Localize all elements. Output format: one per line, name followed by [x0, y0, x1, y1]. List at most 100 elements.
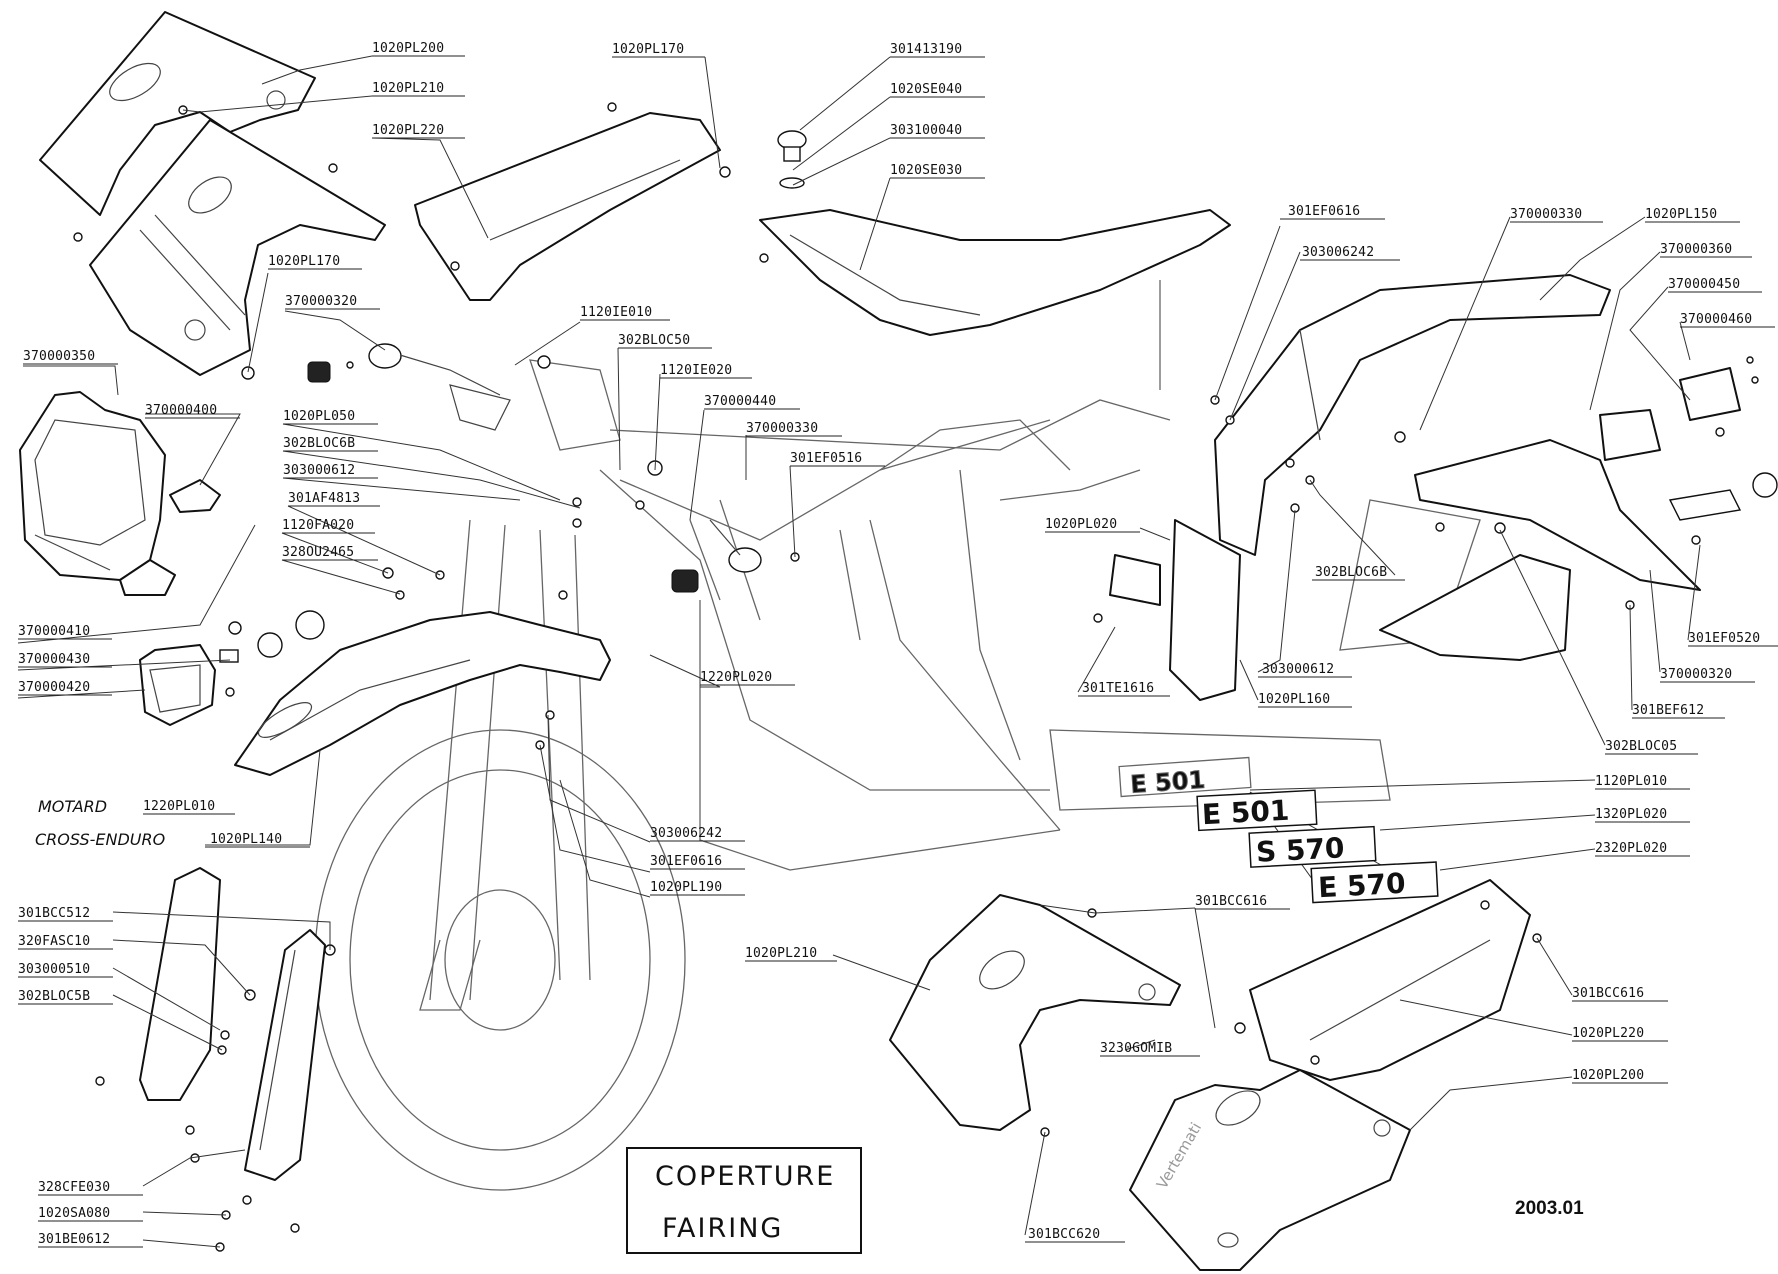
revision-date: 2003.01	[1515, 1198, 1584, 1219]
part-label: 302BLOC50	[618, 333, 690, 348]
part-label: 301BCC616	[1572, 986, 1644, 1001]
part-label: 370000430	[18, 652, 90, 667]
part-label: 303006242	[1302, 245, 1374, 260]
part-label: 1020PL140	[210, 832, 282, 847]
part-number-plate-bracket	[1379, 554, 1571, 661]
part-headlight-bulb-parts	[219, 610, 325, 663]
bolts	[73, 102, 1759, 1252]
part-label: 1120PL010	[1595, 774, 1667, 789]
part-label: 302BLOC6B	[1315, 565, 1387, 580]
part-label: 1020PL150	[1645, 207, 1717, 222]
part-label: 370000320	[285, 294, 357, 309]
part-label: 328OU2465	[282, 545, 354, 560]
part-label: 1020PL050	[283, 409, 355, 424]
part-label: 320FASC10	[18, 934, 90, 949]
part-taillight-assembly	[1414, 367, 1778, 591]
part-label: 1020PL200	[372, 41, 444, 56]
part-label: 1020SE030	[890, 163, 962, 178]
part-label: 2320PL020	[1595, 841, 1667, 856]
part-label: 370000460	[1680, 312, 1752, 327]
part-label: 1020PL210	[745, 946, 817, 961]
part-label: 301BCC620	[1028, 1227, 1100, 1242]
part-side-cover-right-bottom: Vertemati	[1129, 1069, 1411, 1271]
part-side-panel-upper	[414, 112, 721, 301]
part-fork-guard-right	[244, 929, 326, 1181]
part-headlight-bracket-bottom	[119, 559, 176, 596]
part-label: 1120IE010	[580, 305, 652, 320]
part-headlight-lamp	[139, 644, 216, 726]
part-label: 1320PL020	[1595, 807, 1667, 822]
part-label: 1020PL020	[1045, 517, 1117, 532]
part-labels: 1020PL200 1020PL210 1020PL220 1020PL170 …	[18, 41, 1778, 1248]
part-label: 1120IE020	[660, 363, 732, 378]
part-label: 1020SA080	[38, 1206, 110, 1221]
motard-label: MOTARD	[38, 797, 107, 816]
part-label: 1020PL220	[1572, 1026, 1644, 1041]
part-label: 302BLOC5B	[18, 989, 90, 1004]
part-headlight-mask	[19, 391, 166, 581]
part-label: 370000330	[746, 421, 818, 436]
part-label: 370000440	[704, 394, 776, 409]
part-label: 370000330	[1510, 207, 1582, 222]
part-label: 370000320	[1660, 667, 1732, 682]
title-fairing: FAIRING	[662, 1213, 783, 1244]
part-label: 370000420	[18, 680, 90, 695]
part-seat	[759, 209, 1231, 336]
title-box: COPERTURE FAIRING	[626, 1147, 862, 1254]
part-instrument-cluster	[307, 343, 511, 431]
part-label: 328CFE030	[38, 1180, 110, 1195]
part-label: 303006242	[650, 826, 722, 841]
part-label: 301BE0612	[38, 1232, 110, 1247]
part-label: 301EF0616	[650, 854, 722, 869]
part-mud-flap	[1109, 519, 1241, 701]
part-label: 1020SE040	[890, 82, 962, 97]
part-label: 301AF4813	[288, 491, 360, 506]
part-radiator-shroud-right	[889, 894, 1181, 1131]
part-label: 303000612	[283, 463, 355, 478]
title-coperture: COPERTURE	[655, 1161, 835, 1192]
decal-s570: S 570	[1255, 831, 1345, 869]
part-label: 1020PL220	[372, 123, 444, 138]
part-radiator-shroud-left	[89, 119, 386, 376]
part-label: 370000350	[23, 349, 95, 364]
part-label: 301TE1616	[1082, 681, 1154, 696]
part-fork-guard-left	[139, 867, 221, 1101]
part-label: 301BEF612	[1632, 703, 1704, 718]
part-label: 1220PL010	[143, 799, 215, 814]
part-label: 303100040	[890, 123, 962, 138]
part-gas-cap	[777, 130, 807, 189]
part-label: 1020PL170	[268, 254, 340, 269]
part-label: 1120FA020	[282, 518, 354, 533]
decals: E 501 S 570 E 570	[1196, 789, 1439, 905]
part-label: 301EF0520	[1688, 631, 1760, 646]
part-rear-fender	[1214, 274, 1611, 556]
decal-e570: E 570	[1317, 867, 1406, 905]
part-label: 1020PL170	[612, 42, 684, 57]
part-label: 1020PL200	[1572, 1068, 1644, 1083]
motorcycle-frame: E 501	[314, 280, 1481, 1191]
part-label: 302BLOC6B	[283, 436, 355, 451]
part-label: 1020PL190	[650, 880, 722, 895]
part-label: 370000360	[1660, 242, 1732, 257]
part-label: 301BCC616	[1195, 894, 1267, 909]
part-label: 301413190	[890, 42, 962, 57]
frame-decal: E 501	[1129, 766, 1206, 799]
part-label: 301BCC512	[18, 906, 90, 921]
part-label: 303000612	[1262, 662, 1334, 677]
part-label: 370000410	[18, 624, 90, 639]
part-label: 1020PL210	[372, 81, 444, 96]
part-label: 303000510	[18, 962, 90, 977]
part-label: 1220PL020	[700, 670, 772, 685]
leader-lines	[17, 55, 1701, 1248]
part-front-fender	[234, 611, 611, 776]
part-label: 3230GOMIB	[1100, 1041, 1172, 1056]
part-label: 302BLOC05	[1605, 739, 1677, 754]
part-label: 1020PL160	[1258, 692, 1330, 707]
part-side-panel-lower	[1249, 879, 1531, 1081]
cross-enduro-label: CROSS-ENDURO	[35, 830, 165, 849]
part-indicator-front	[671, 519, 762, 593]
part-label: 370000450	[1668, 277, 1740, 292]
part-headlight-bracket-top	[169, 479, 221, 513]
part-label: 370000400	[145, 403, 217, 418]
